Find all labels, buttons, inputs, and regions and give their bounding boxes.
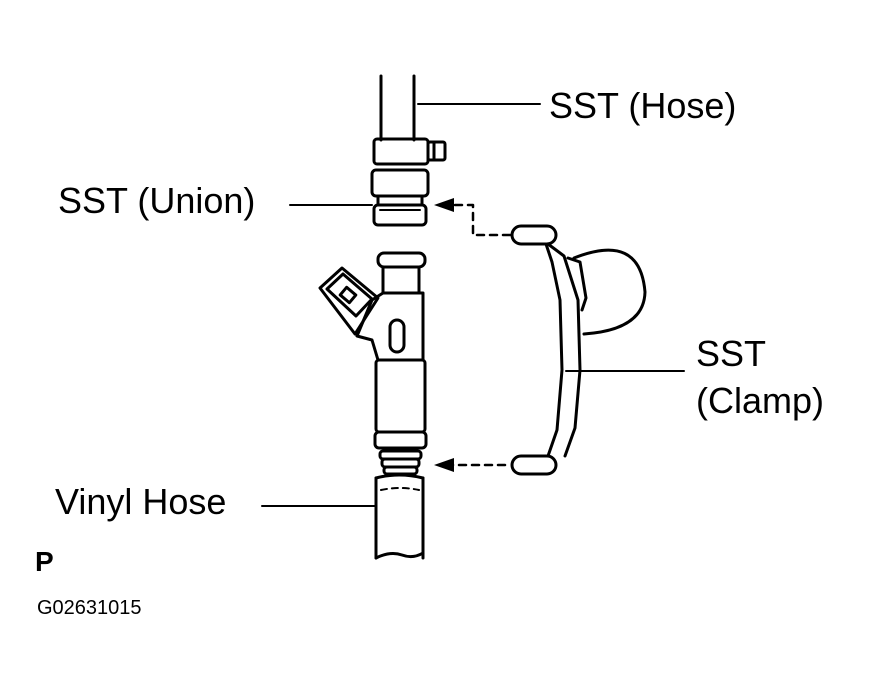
- sst-clamp: [510, 224, 647, 476]
- label-sst-hose: SST (Hose): [549, 85, 737, 126]
- label-sst-clamp-line2: (Clamp): [696, 380, 825, 421]
- label-sst-clamp-line1: SST: [696, 333, 767, 374]
- vinyl-hose: [374, 473, 425, 560]
- figure-code: G02631015: [37, 597, 142, 619]
- label-vinyl-hose: Vinyl Hose: [55, 481, 227, 522]
- fuel-injector: [318, 251, 428, 476]
- label-sst-union: SST (Union): [58, 180, 256, 221]
- sst-hose: [379, 74, 416, 142]
- view-letter: P: [35, 546, 54, 577]
- sst-union: [370, 168, 430, 227]
- hose-coupling: [372, 137, 447, 166]
- arrow-clamp-to-injector: [434, 458, 507, 472]
- leader-lines: [261, 103, 685, 507]
- arrow-clamp-to-union: [434, 198, 512, 237]
